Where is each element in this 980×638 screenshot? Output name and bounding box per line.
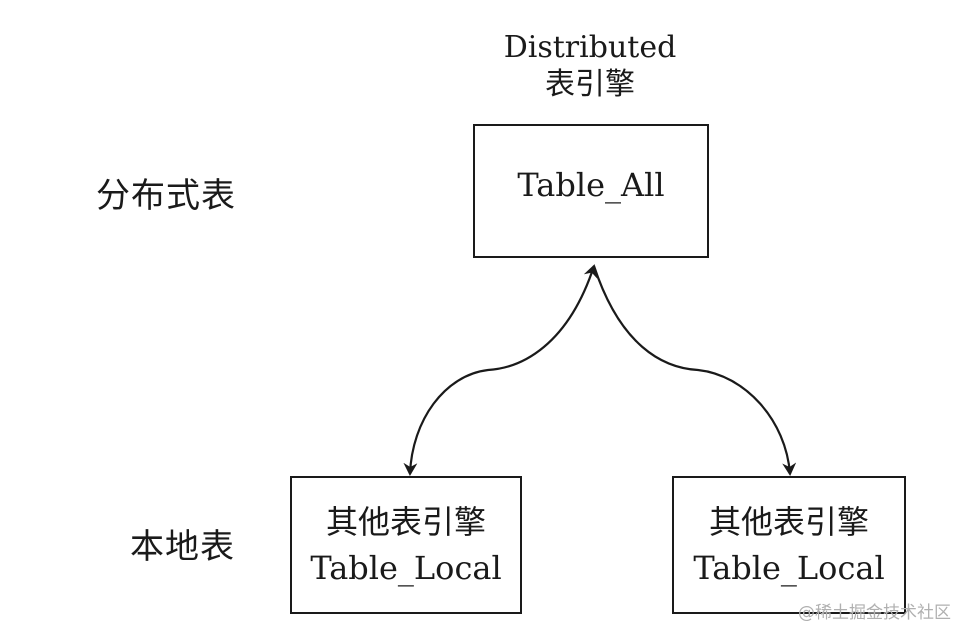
arrow-all-to-left-local — [403, 264, 598, 476]
local-table-name-right: Table_Local — [693, 549, 885, 587]
table-all-name: Table_All — [517, 165, 665, 204]
local-table-name-left: Table_Local — [310, 549, 502, 587]
local-table-engine-right: 其他表引擎 — [708, 502, 869, 541]
watermark: @稀土掘金技术社区 — [798, 603, 951, 623]
local-table-label: 本地表 — [130, 527, 235, 567]
local-table-box-left: 其他表引擎 Table_Local — [290, 476, 522, 614]
local-table-engine-left: 其他表引擎 — [325, 502, 486, 541]
distributed-engine-caption: Distributed 表引擎 — [490, 30, 690, 103]
arrow-all-to-right-local — [592, 265, 797, 476]
local-table-box-right: 其他表引擎 Table_Local — [672, 476, 906, 614]
distributed-engine-suffix: 表引擎 — [545, 66, 635, 102]
table-all-box: Table_All — [473, 124, 709, 258]
distributed-engine-name: Distributed — [503, 30, 677, 65]
distributed-table-label: 分布式表 — [96, 176, 236, 216]
